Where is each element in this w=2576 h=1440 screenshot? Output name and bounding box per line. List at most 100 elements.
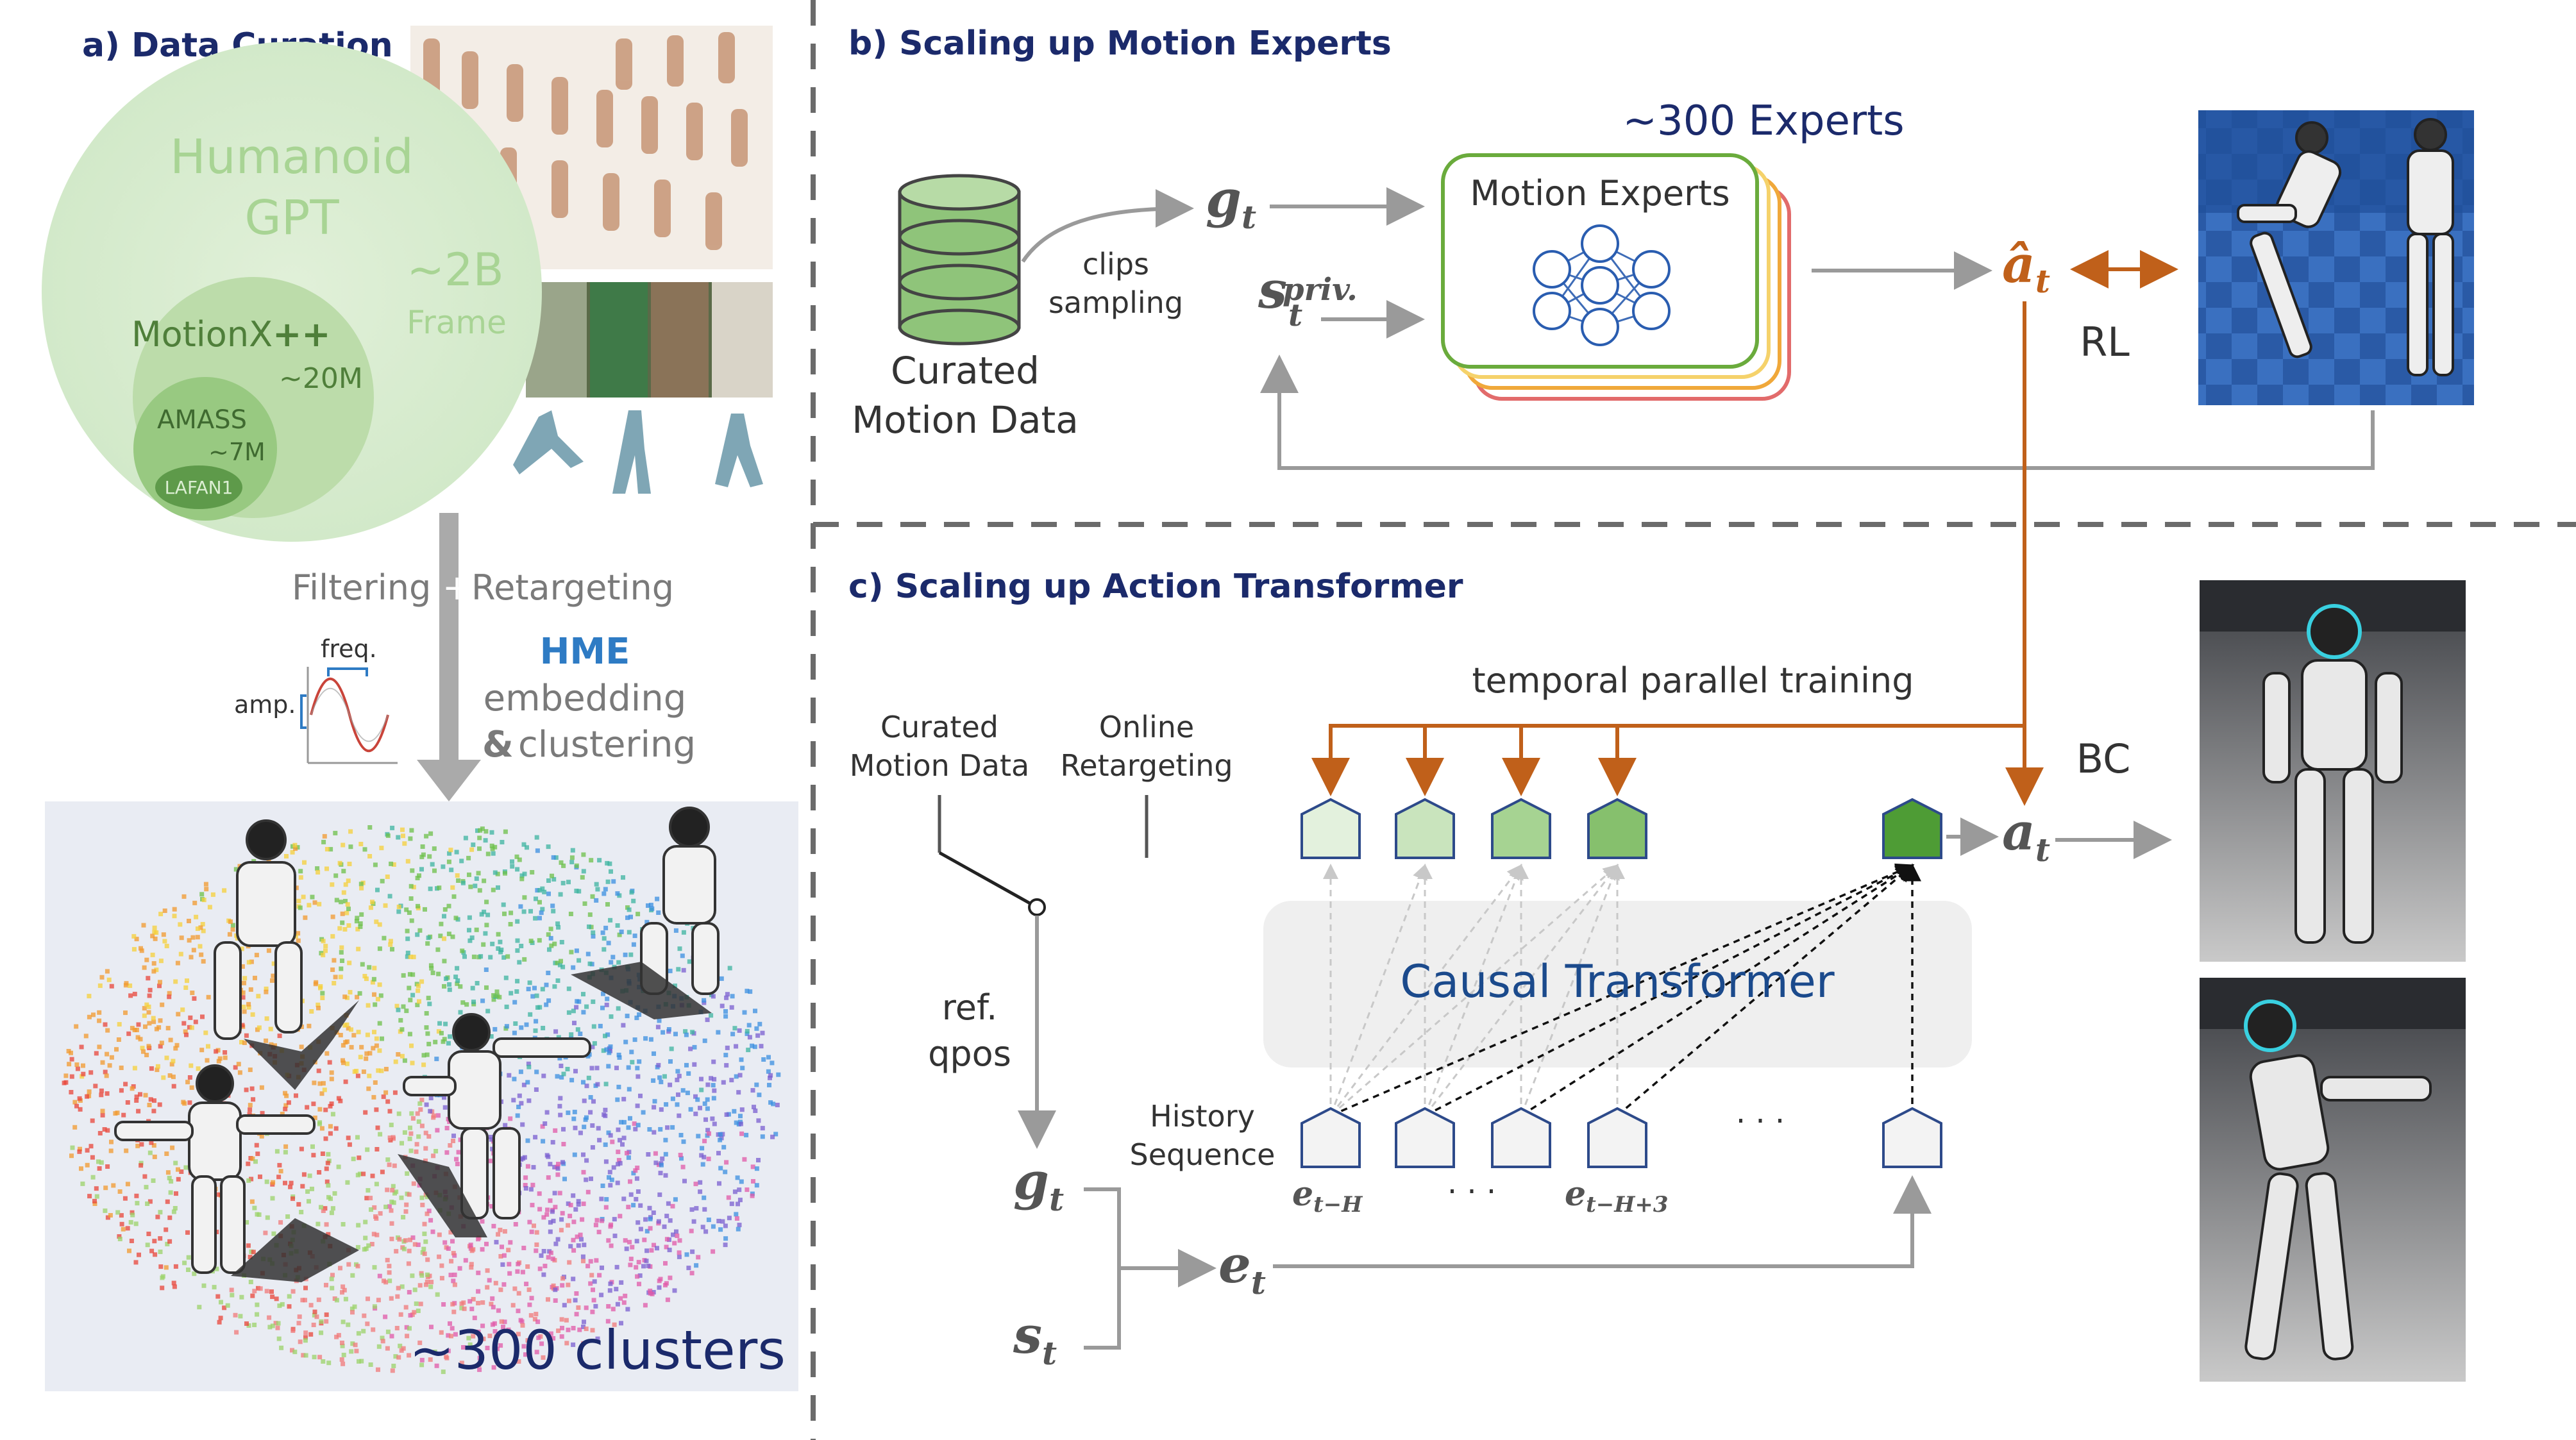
robot-shadow-3 (231, 1218, 359, 1282)
curated-data-label-1: Curated (891, 349, 1040, 392)
e-first-label: et−H (1292, 1175, 1363, 1218)
humanoid-gpt-label-2: GPT (244, 190, 339, 246)
e-t-label: et (1218, 1234, 1266, 1302)
curation-arrow-head (417, 760, 481, 801)
panel-b-title: b) Scaling up Motion Experts (848, 24, 1392, 63)
c-s-t-label: st (1013, 1305, 1057, 1372)
robot-pose-1 (214, 819, 303, 1040)
robot-pose-4 (403, 1013, 591, 1219)
lafan-label: LAFAN1 (165, 477, 233, 498)
robot-shadow-2 (571, 962, 712, 1019)
curated-source-2: Motion Data (850, 748, 1029, 783)
history-token-1 (1301, 1107, 1361, 1168)
history-label-2: Sequence (1130, 1137, 1275, 1172)
output-token-2 (1395, 798, 1455, 859)
robot-shadow-4 (398, 1154, 487, 1237)
freq-label: freq. (321, 635, 377, 663)
a-hat-label: ât (2002, 234, 2050, 300)
smpl-figures-thumbnail (513, 410, 763, 494)
c-g-t-label: gt (1013, 1151, 1064, 1218)
real-robot-photo-1 (2200, 580, 2466, 962)
humanoid-gpt-size-2: Frame (407, 304, 507, 341)
g-symbol: g (1206, 169, 1242, 229)
s-symbol: s (1258, 260, 1287, 320)
e-subscript: t (1251, 1264, 1266, 1302)
a-symbol: a (2002, 801, 2035, 862)
embedding-to-history-arrow (1273, 1175, 1932, 1268)
s-subscript: t (1288, 297, 1302, 333)
lafan-ellipse (155, 465, 242, 509)
causal-transformer-label: Causal Transformer (1400, 955, 1834, 1008)
amass-size: ~7M (208, 438, 265, 466)
sampling-label: sampling (1048, 285, 1183, 320)
online-source-2: Retargeting (1060, 748, 1233, 783)
e-third-symbol: e (1565, 1175, 1586, 1214)
panel-c: c) Scaling up Action Transformer Curated… (848, 567, 2466, 1382)
e-ellipsis: · · · (1447, 1174, 1496, 1210)
robot-pose-2 (640, 807, 720, 995)
amass-name: AMASS (157, 405, 247, 435)
e-symbol: e (1218, 1234, 1251, 1294)
curated-source-1: Curated (880, 710, 998, 744)
motionx-size: ~20M (279, 362, 363, 395)
experts-count-label: ~300 Experts (1622, 97, 1904, 145)
rl-label: RL (2080, 319, 2130, 365)
motionx-plus: ++ (273, 314, 331, 355)
clips-label: clips (1082, 247, 1149, 281)
s-superscript: priv. (1283, 272, 1358, 308)
clips-sampling-arrow (1021, 189, 1194, 263)
output-token-3 (1491, 798, 1551, 859)
filtering-label: Filtering (292, 567, 431, 608)
rl-feedback-loop (1260, 355, 2375, 470)
history-label-1: History (1150, 1099, 1255, 1134)
humanoid-gpt-size-1: ~2B (407, 244, 503, 296)
temporal-training-label: temporal parallel training (1472, 660, 1914, 701)
video-frames-thumbnail (526, 282, 773, 398)
s-priv-label: st (1258, 260, 1302, 333)
motionx-label: MotionX++ (131, 314, 331, 355)
output-token-4 (1587, 798, 1647, 859)
e-first-symbol: e (1292, 1175, 1313, 1214)
simulation-robot-image (2198, 110, 2474, 405)
panel-b: b) Scaling up Motion Experts Curated Mot… (848, 24, 2474, 470)
embedding-label: embedding (484, 678, 687, 719)
history-token-4 (1587, 1107, 1647, 1168)
history-token-3 (1491, 1107, 1551, 1168)
robot-shadow-1 (244, 1000, 359, 1090)
output-token-current (1882, 798, 1942, 859)
clustering-label: clustering (518, 724, 696, 766)
hme-label: HME (540, 631, 630, 673)
clusters-label: ~300 clusters (409, 1319, 786, 1382)
a-hat-symbol: â (2002, 234, 2035, 294)
panel-c-title: c) Scaling up Action Transformer (848, 567, 1463, 606)
online-source-1: Online (1099, 710, 1194, 744)
plus-label: + (442, 567, 471, 608)
clustering-amp: & (482, 724, 514, 766)
qpos-label: qpos (928, 1034, 1011, 1074)
c-g-symbol: g (1013, 1151, 1049, 1211)
c-g-subscript: t (1049, 1180, 1064, 1218)
motionx-name: MotionX (131, 314, 273, 355)
history-token-2 (1395, 1107, 1455, 1168)
e-first-subscript: t−H (1313, 1192, 1363, 1218)
real-robot-photo-2 (2200, 978, 2466, 1382)
motion-experts-label: Motion Experts (1470, 173, 1730, 213)
neural-network-icon (1533, 224, 1671, 346)
panel-a: a) Data Curation (42, 26, 798, 1391)
curated-data-label-2: Motion Data (852, 398, 1079, 442)
robot-pose-3 (114, 1064, 316, 1274)
ref-label: ref. (942, 987, 997, 1028)
cluster-scatter-plot: ~300 clusters (45, 801, 798, 1391)
a-t-label: at (2002, 801, 2050, 869)
g-t-label: gt (1206, 169, 1256, 236)
e-third-label: et−H+3 (1565, 1175, 1669, 1218)
switch-pivot[interactable] (1028, 898, 1046, 916)
a-subscript: t (2035, 831, 2050, 869)
database-icon (898, 174, 1021, 346)
g-subscript: t (1242, 198, 1256, 236)
temporal-arrow-1 (1311, 724, 2025, 796)
history-ellipsis: · · · (1736, 1103, 1785, 1139)
output-token-1 (1301, 798, 1361, 859)
attention-lines (1323, 863, 1921, 1117)
e-third-subscript: t−H+3 (1586, 1192, 1668, 1218)
